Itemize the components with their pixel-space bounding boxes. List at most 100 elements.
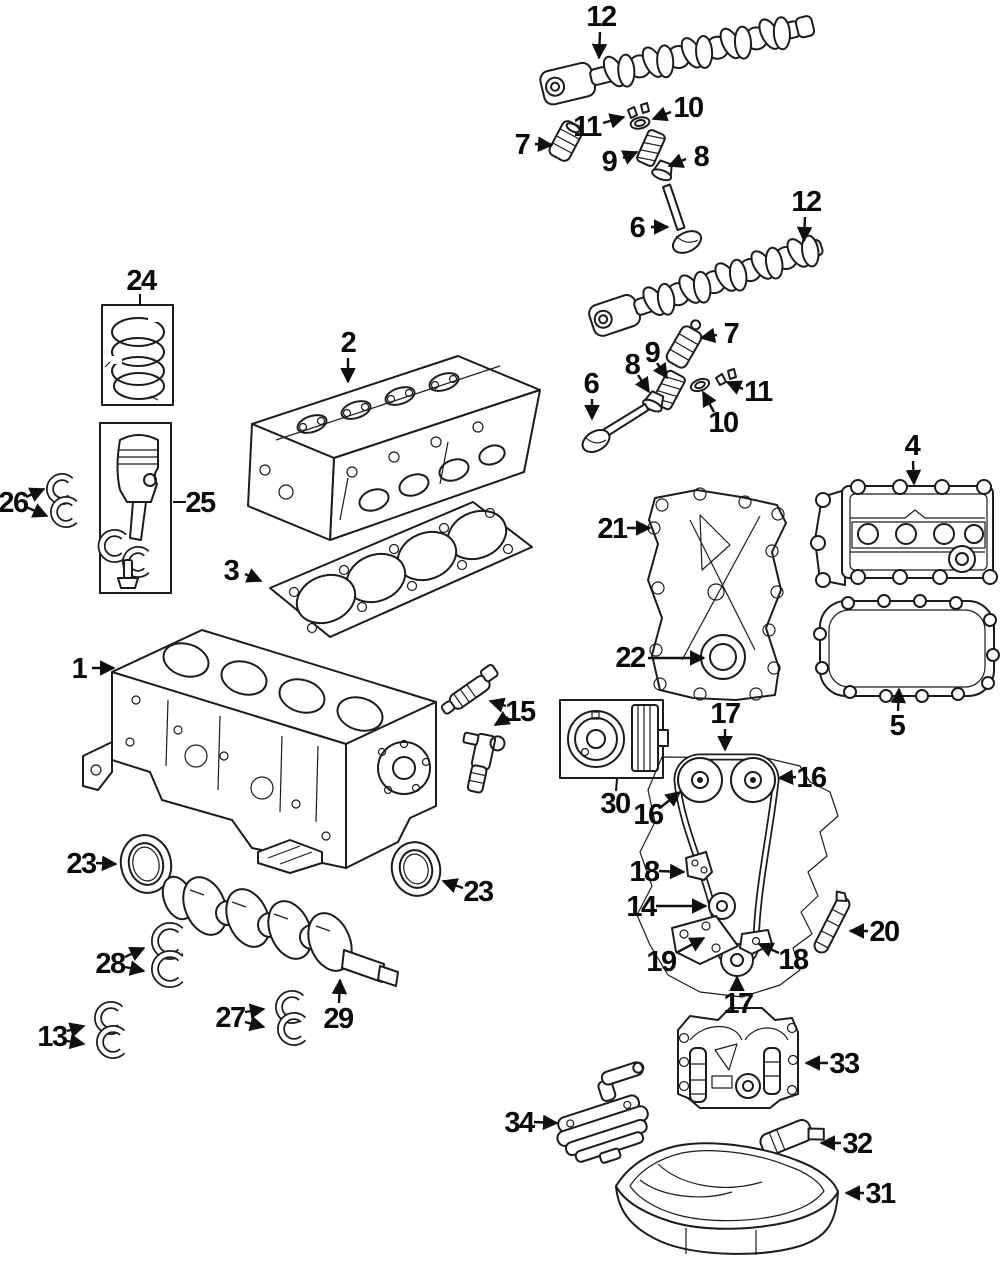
crank-pulley-box-drawing <box>559 699 669 779</box>
callout-10-retainer: 10 <box>651 92 704 124</box>
callout-label: 24 <box>126 265 157 297</box>
engine-silhouette <box>636 756 839 998</box>
callout-label: 23 <box>463 876 494 908</box>
callout-22-cover-seal: 22 <box>615 642 706 674</box>
callout-label: 28 <box>95 948 126 980</box>
bearing-cap-drawing <box>257 839 323 874</box>
callout-label: 2 <box>341 327 356 359</box>
oil-pump-module-drawing <box>677 1007 799 1109</box>
callout-31-oil-pan: 31 <box>844 1178 897 1210</box>
callout-label: 11 <box>573 111 602 143</box>
callout-label: 17 <box>710 698 740 730</box>
camshaft-intake-drawing <box>539 15 816 106</box>
callout-8-seat: 8 <box>667 141 711 173</box>
rod-bearings-drawing <box>46 473 78 528</box>
valve-keepers-drawing <box>627 102 650 119</box>
callout-label: 11 <box>744 376 773 408</box>
callout-8-seat: 8 <box>625 349 651 394</box>
oil-pan-drawing <box>615 1142 839 1255</box>
valve-drawing <box>581 403 650 453</box>
callout-label: 25 <box>185 487 216 519</box>
callout-label: 18 <box>778 944 809 976</box>
callout-7-lifter: 7 <box>699 318 740 350</box>
callout-34-oil-cooler: 34 <box>504 1107 559 1139</box>
callout-33-oil-pump: 33 <box>804 1048 861 1080</box>
callout-26-rod-bearings: 26 <box>0 487 49 519</box>
callout-30-crank-pulley: 30 <box>600 778 631 820</box>
callout-label: 12 <box>791 186 821 218</box>
callout-label: 16 <box>633 799 664 831</box>
callout-label: 1 <box>72 653 88 685</box>
callout-3-head-gasket: 3 <box>224 555 263 587</box>
spring-seat-drawing <box>642 390 665 413</box>
callout-label: 26 <box>0 487 29 519</box>
valve-lifter-drawing <box>665 319 703 369</box>
callout-13-main-bearings: 13 <box>37 1021 86 1053</box>
callout-label: 34 <box>504 1107 535 1139</box>
oil-cooler-drawing <box>556 1061 649 1164</box>
callout-12-intake-cam: 12 <box>586 1 617 60</box>
callout-label: 8 <box>625 349 641 381</box>
cylinder-head-drawing <box>247 355 541 541</box>
timing-chain-drawing <box>673 753 780 977</box>
valve-lifter-drawing <box>548 120 584 162</box>
cam-sensor-drawing <box>462 731 506 794</box>
callout-label: 32 <box>842 1128 872 1160</box>
callout-label: 16 <box>796 762 827 794</box>
callout-label: 10 <box>708 407 738 439</box>
crank-rear-seal-drawing <box>390 841 442 897</box>
valve-keepers-drawing <box>715 368 737 386</box>
callout-label: 19 <box>646 946 677 978</box>
callout-24-piston-rings: 24 <box>126 265 158 306</box>
callout-label: 3 <box>224 555 240 587</box>
callout-label: 21 <box>597 513 628 545</box>
callout-label: 6 <box>584 368 600 400</box>
callout-9-spring: 9 <box>645 337 668 380</box>
callout-label: 9 <box>645 337 661 369</box>
callout-label: 17 <box>723 988 753 1020</box>
valve-cover-gasket-drawing <box>813 594 1000 703</box>
callout-12-exhaust-cam: 12 <box>791 186 822 243</box>
engine-block-drawing <box>82 629 437 869</box>
callout-28-main-bearings: 28 <box>95 946 146 980</box>
callout-16-sprocket: 16 <box>777 762 828 794</box>
crankshaft-drawing <box>161 875 399 987</box>
callout-label: 22 <box>615 642 645 674</box>
chain-tensioner-pulley-drawing <box>708 892 736 920</box>
callout-label: 15 <box>505 696 536 728</box>
callout-7-lifter: 7 <box>515 129 554 161</box>
callout-11-keepers: 11 <box>725 376 775 408</box>
main-bearings-drawing <box>151 922 184 988</box>
callout-label: 20 <box>869 916 899 948</box>
callout-label: 30 <box>600 788 630 820</box>
camshaft-exhaust-drawing <box>588 234 824 337</box>
callout-21-timing-cover: 21 <box>597 513 652 545</box>
callout-4-valve-cover: 4 <box>905 430 922 486</box>
callout-label: 33 <box>829 1048 860 1080</box>
callout-14-tensioner: 14 <box>626 891 708 923</box>
timing-cover-drawing <box>647 487 787 701</box>
spring-retainer-drawing <box>629 116 651 130</box>
vvt-solenoid-drawing <box>440 663 499 715</box>
callout-16-sprocket: 16 <box>633 791 682 831</box>
callout-6-valve: 6 <box>630 212 670 244</box>
spring-retainer-drawing <box>689 377 711 393</box>
callout-2-cylinder-head: 2 <box>340 327 357 384</box>
callout-label: 10 <box>673 92 703 124</box>
callout-label: 13 <box>37 1021 68 1053</box>
callout-10-retainer: 10 <box>701 390 739 439</box>
main-bearings-drawing <box>94 1001 126 1059</box>
callout-19-bracket: 19 <box>646 936 706 978</box>
callout-9-spring: 9 <box>602 146 639 178</box>
callout-6-valve: 6 <box>584 368 601 421</box>
chain-guide-rail-drawing <box>813 890 851 954</box>
callout-label: 4 <box>905 430 921 462</box>
valve-drawing <box>662 183 703 254</box>
chain-guide-drawing <box>685 851 713 881</box>
head-gasket-drawing <box>269 501 533 638</box>
chain-guide-drawing <box>739 929 773 955</box>
callout-label: 14 <box>626 891 657 923</box>
callout-label: 7 <box>724 318 739 350</box>
callout-label: 29 <box>323 1003 354 1035</box>
